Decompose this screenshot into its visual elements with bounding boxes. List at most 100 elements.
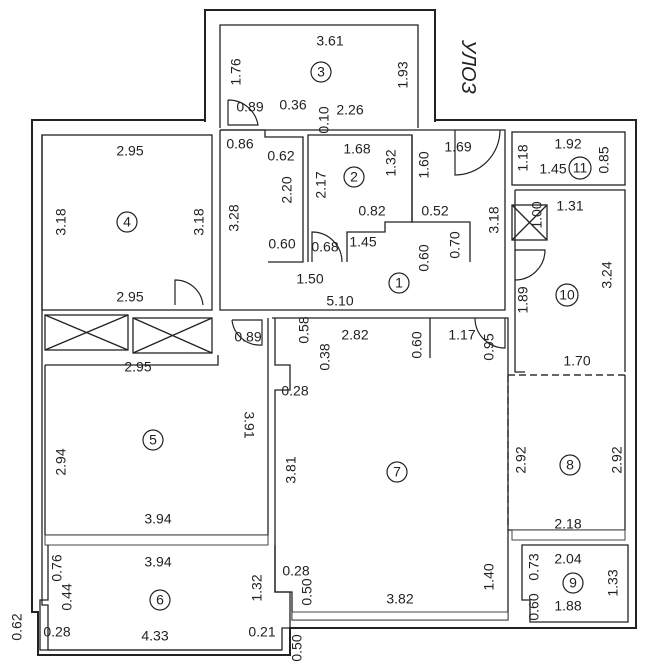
dimension-label: 2.92 — [513, 446, 529, 473]
room-number-circle — [559, 454, 581, 476]
room-number-2: 2 — [343, 166, 365, 188]
dimension-label: 3.24 — [599, 261, 615, 288]
dimension-label: 0.76 — [49, 554, 65, 581]
street-label: УЛОЗ — [457, 39, 479, 94]
dimension-label: 0.36 — [279, 97, 306, 113]
dimension-label: 0.95 — [481, 333, 497, 360]
room-number-5: 5 — [142, 429, 164, 451]
dimension-label: 1.45 — [539, 161, 566, 177]
dimension-label: 1.76 — [228, 58, 244, 85]
dimension-label: 2.92 — [609, 446, 625, 473]
dimension-label: 1.00 — [529, 201, 545, 228]
room-number-9: 9 — [562, 572, 584, 594]
room-number-text: 11 — [573, 160, 588, 176]
room-number-circle — [116, 211, 138, 233]
dimension-label: 0.60 — [268, 236, 295, 252]
dimension-label: 1.69 — [444, 139, 471, 155]
dimension-label: 0.50 — [289, 634, 305, 661]
room-number-text: 1 — [395, 275, 403, 291]
dimension-label: 0.44 — [59, 583, 75, 610]
dimension-label: 3.18 — [486, 206, 502, 233]
room-number-circle — [388, 272, 410, 294]
dimension-label: 0.60 — [416, 244, 432, 271]
dimension-label: 2.20 — [279, 176, 295, 203]
dimension-label: 0.62 — [267, 148, 294, 164]
room-number-circle — [562, 572, 584, 594]
dimension-label: 3.18 — [191, 208, 207, 235]
dimension-label: 3.94 — [144, 511, 171, 527]
doors — [174, 99, 546, 349]
dimension-label: 1.45 — [349, 234, 376, 250]
room-number-circle — [343, 166, 365, 188]
room-number-text: 3 — [317, 64, 325, 80]
dimension-label: 5.10 — [326, 293, 353, 309]
dimension-label: 1.88 — [554, 598, 581, 614]
dimension-label: 2.95 — [116, 143, 143, 159]
dimension-label: 0.86 — [226, 136, 253, 152]
walls — [31, 9, 637, 656]
dimension-label: 2.95 — [124, 359, 151, 375]
dimension-label: 0.70 — [447, 231, 463, 258]
room-number-3: 3 — [310, 61, 332, 83]
dimension-label: 0.50 — [299, 578, 315, 605]
dimension-label: 1.18 — [515, 144, 531, 171]
dimension-label: 3.18 — [53, 208, 69, 235]
dimension-label: 0.60 — [526, 593, 542, 620]
room-number-text: 6 — [156, 592, 164, 608]
room-number-circle — [142, 429, 164, 451]
dimension-label: 0.21 — [248, 624, 275, 640]
dimension-label: 2.94 — [53, 448, 69, 475]
dimension-label: 1.89 — [515, 286, 531, 313]
room-number-text: 5 — [149, 432, 157, 448]
dimension-label: 3.91 — [241, 411, 257, 438]
dimension-label: 0.68 — [311, 239, 338, 255]
dimension-label: 0.85 — [596, 146, 612, 173]
room-number-6: 6 — [149, 589, 171, 611]
room-number-4: 4 — [116, 211, 138, 233]
room-number-circle — [568, 156, 592, 180]
dimension-label: 2.04 — [554, 551, 581, 567]
dimension-label: 1.32 — [249, 574, 265, 601]
dimension-label: 0.28 — [43, 624, 70, 640]
dimension-label: 1.92 — [554, 136, 581, 152]
dimension-label: 2.17 — [313, 171, 329, 198]
dimension-label: 3.61 — [316, 33, 343, 49]
dimension-label: 2.82 — [341, 327, 368, 343]
dimension-label: 3.81 — [283, 456, 299, 483]
room-number-circle — [149, 589, 171, 611]
dimension-label: 1.31 — [556, 198, 583, 214]
dimension-label: 0.62 — [9, 613, 25, 640]
room-number-text: 10 — [559, 287, 575, 303]
dimension-label: 1.70 — [563, 353, 590, 369]
dimension-label: 1.40 — [481, 563, 497, 590]
dimension-label: 1.33 — [605, 569, 621, 596]
dimension-label: 3.28 — [226, 204, 242, 231]
dimension-label: 0.58 — [296, 316, 312, 343]
room-number-text: 8 — [566, 457, 574, 473]
dimension-label: 0.10 — [316, 106, 332, 133]
room-number-circle — [386, 461, 408, 483]
dimension-label: 1.60 — [416, 151, 432, 178]
room-number-1: 1 — [388, 272, 410, 294]
dimension-label: 1.17 — [448, 327, 475, 343]
dimension-label: 0.52 — [421, 203, 448, 219]
room-number-text: 2 — [350, 169, 358, 185]
room-numbers: 1 2 3 4 5 6 7 8 9 10 11 — [116, 61, 592, 611]
room-number-circle — [555, 283, 579, 307]
dimension-label: 0.73 — [526, 553, 542, 580]
dimension-label: 0.38 — [317, 343, 333, 370]
dimension-label: 2.26 — [336, 102, 363, 118]
dimension-label: 3.94 — [144, 554, 171, 570]
room-number-8: 8 — [559, 454, 581, 476]
room-number-text: 4 — [123, 214, 131, 230]
dimension-label: 0.28 — [282, 563, 309, 579]
room-number-text: 7 — [393, 464, 401, 480]
room-number-7: 7 — [386, 461, 408, 483]
room-number-11: 11 — [568, 156, 592, 180]
dimension-label: 1.50 — [296, 271, 323, 287]
dimension-label: 1.32 — [383, 149, 399, 176]
dimension-label: 0.89 — [234, 329, 261, 345]
dimension-label: 1.93 — [395, 61, 411, 88]
